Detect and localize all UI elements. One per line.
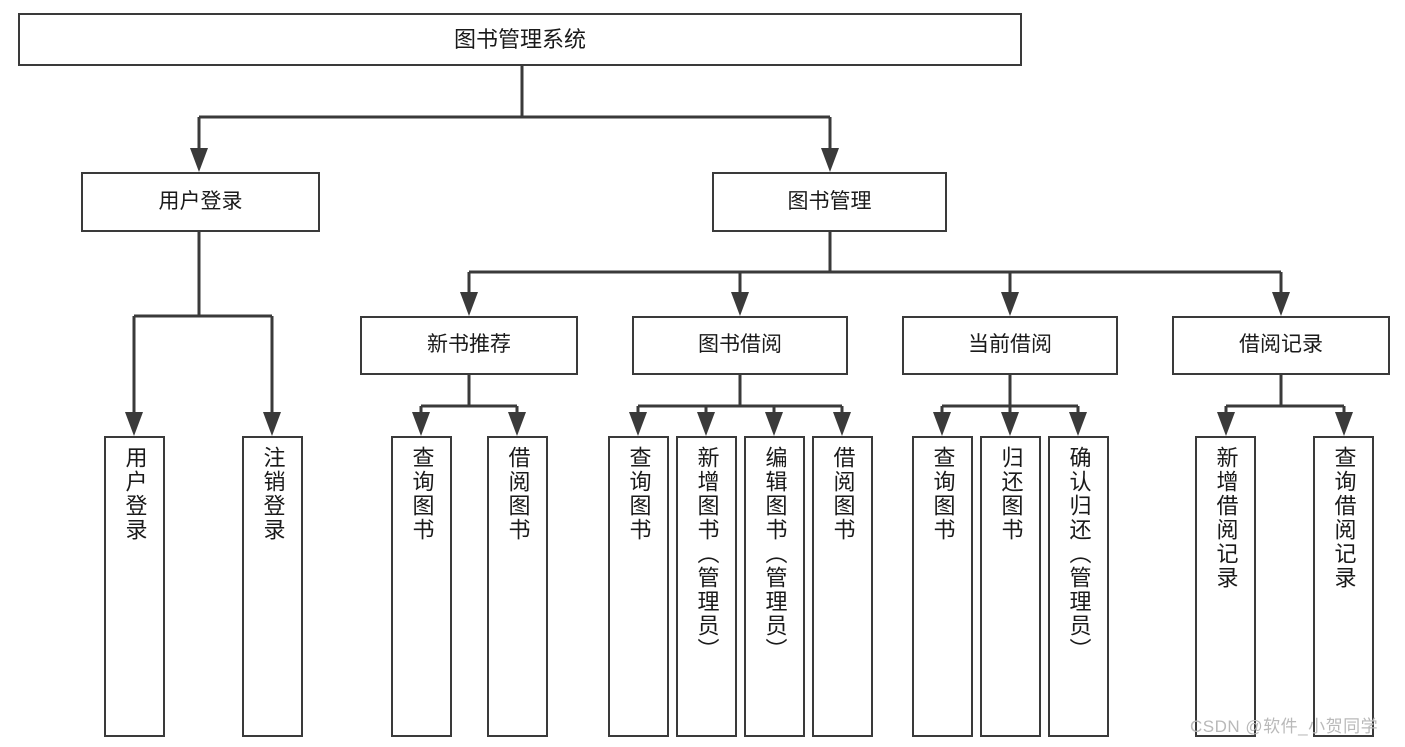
node-label: 注销登录 bbox=[260, 446, 286, 542]
leaf-current-borrow-confirm-return[interactable]: 确认归还（管理员） bbox=[1048, 436, 1109, 737]
leaf-user-login-logout[interactable]: 注销登录 bbox=[242, 436, 303, 737]
node-label: 用户登录 bbox=[158, 189, 243, 213]
node-label: 查询图书 bbox=[626, 446, 652, 542]
leaf-book-borrow-add[interactable]: 新增图书（管理员） bbox=[676, 436, 737, 737]
node-new-book-recommend[interactable]: 新书推荐 bbox=[360, 316, 578, 375]
node-label: 编辑图书（管理员） bbox=[762, 446, 788, 662]
node-current-borrow[interactable]: 当前借阅 bbox=[902, 316, 1118, 375]
node-book-borrow[interactable]: 图书借阅 bbox=[632, 316, 848, 375]
node-label: 用户登录 bbox=[122, 446, 148, 542]
node-label: 新增图书（管理员） bbox=[694, 446, 720, 662]
node-label: 查询图书 bbox=[930, 446, 956, 542]
node-label: 借阅图书 bbox=[830, 446, 856, 542]
node-label: 图书管理 bbox=[787, 189, 872, 213]
leaf-user-login-login[interactable]: 用户登录 bbox=[104, 436, 165, 737]
leaf-current-borrow-query[interactable]: 查询图书 bbox=[912, 436, 973, 737]
leaf-book-borrow-query[interactable]: 查询图书 bbox=[608, 436, 669, 737]
leaf-current-borrow-return[interactable]: 归还图书 bbox=[980, 436, 1041, 737]
node-label: 归还图书 bbox=[998, 446, 1024, 542]
node-user-login[interactable]: 用户登录 bbox=[81, 172, 320, 232]
leaf-borrow-record-add[interactable]: 新增借阅记录 bbox=[1195, 436, 1256, 737]
leaf-book-borrow-borrow[interactable]: 借阅图书 bbox=[812, 436, 873, 737]
node-label: 确认归还（管理员） bbox=[1066, 446, 1092, 662]
node-label: 当前借阅 bbox=[968, 333, 1052, 357]
watermark: CSDN @软件_小贺同学 bbox=[1190, 717, 1379, 736]
node-book-management[interactable]: 图书管理 bbox=[712, 172, 947, 232]
leaf-borrow-record-query[interactable]: 查询借阅记录 bbox=[1313, 436, 1374, 737]
node-root-system[interactable]: 图书管理系统 bbox=[18, 13, 1022, 66]
node-label: 图书管理系统 bbox=[453, 26, 586, 52]
leaf-book-borrow-edit[interactable]: 编辑图书（管理员） bbox=[744, 436, 805, 737]
node-label: 查询借阅记录 bbox=[1331, 446, 1357, 590]
node-label: 图书借阅 bbox=[698, 333, 782, 357]
node-borrow-record[interactable]: 借阅记录 bbox=[1172, 316, 1390, 375]
node-label: 新增借阅记录 bbox=[1213, 446, 1239, 590]
leaf-new-book-query[interactable]: 查询图书 bbox=[391, 436, 452, 737]
node-label: 借阅图书 bbox=[505, 446, 531, 542]
node-label: 新书推荐 bbox=[427, 333, 511, 357]
leaf-new-book-borrow[interactable]: 借阅图书 bbox=[487, 436, 548, 737]
node-label: 查询图书 bbox=[409, 446, 435, 542]
node-label: 借阅记录 bbox=[1239, 333, 1323, 357]
